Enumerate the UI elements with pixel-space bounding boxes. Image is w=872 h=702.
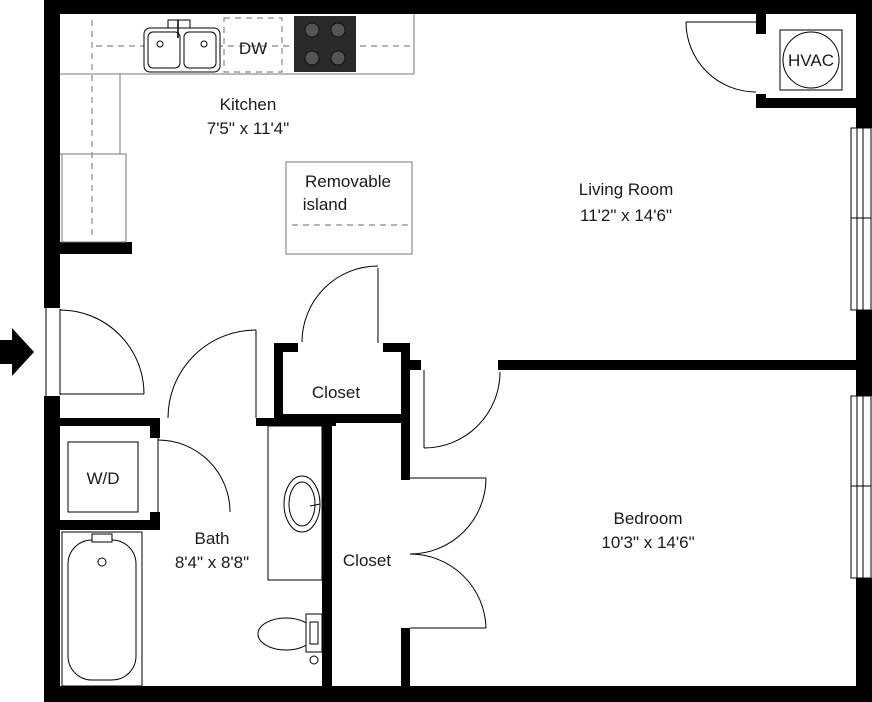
interior-walls — [60, 12, 856, 686]
closet-lower-label: Closet — [343, 551, 391, 570]
living-room-dims: 11'2" x 14'6" — [580, 206, 672, 225]
kitchen-name: Kitchen — [220, 95, 277, 114]
closet-door-upper[interactable] — [301, 265, 379, 343]
washer-dryer-door[interactable] — [157, 438, 231, 513]
windows — [850, 127, 872, 579]
doors — [45, 21, 757, 629]
bathroom-vanity — [267, 425, 323, 581]
hvac-label: HVAC — [788, 51, 834, 70]
living-room-label: Living Room 11'2" x 14'6" — [579, 180, 674, 225]
washer-dryer-label: W/D — [86, 469, 119, 488]
washer-dryer: W/D — [67, 441, 139, 513]
bath-dims: 8'4" x 8'8" — [175, 553, 249, 572]
kitchen-sink-icon — [143, 19, 221, 73]
island-label-line1: Removable — [305, 172, 391, 191]
bedroom-name: Bedroom — [614, 509, 683, 528]
kitchen-counter — [60, 14, 415, 243]
toilet-icon — [257, 613, 323, 665]
hvac-door[interactable] — [685, 21, 757, 93]
bath-door[interactable] — [167, 329, 257, 419]
bedroom-door[interactable] — [423, 370, 501, 449]
bathtub-icon — [61, 531, 143, 687]
island-label-line2: island — [303, 195, 347, 214]
hvac-unit: HVAC — [779, 29, 843, 91]
outer-walls — [44, 0, 872, 702]
removable-island: Removable island — [285, 161, 413, 255]
dishwasher-label: DW — [239, 39, 267, 58]
closet-upper-label: Closet — [312, 383, 360, 402]
kitchen-dims: 7'5" x 11'4" — [207, 119, 290, 138]
closet-double-doors[interactable] — [409, 477, 487, 629]
living-room-name: Living Room — [579, 180, 674, 199]
kitchen-label: Kitchen 7'5" x 11'4" — [207, 95, 290, 138]
bath-name: Bath — [195, 529, 230, 548]
bedroom-label: Bedroom 10'3" x 14'6" — [601, 509, 694, 552]
bedroom-dims: 10'3" x 14'6" — [601, 533, 694, 552]
entry-arrow-icon — [0, 328, 34, 376]
entry-door[interactable] — [45, 308, 145, 396]
dishwasher: DW — [223, 17, 283, 73]
stove-icon — [294, 16, 356, 72]
bath-label: Bath 8'4" x 8'8" — [175, 529, 249, 572]
